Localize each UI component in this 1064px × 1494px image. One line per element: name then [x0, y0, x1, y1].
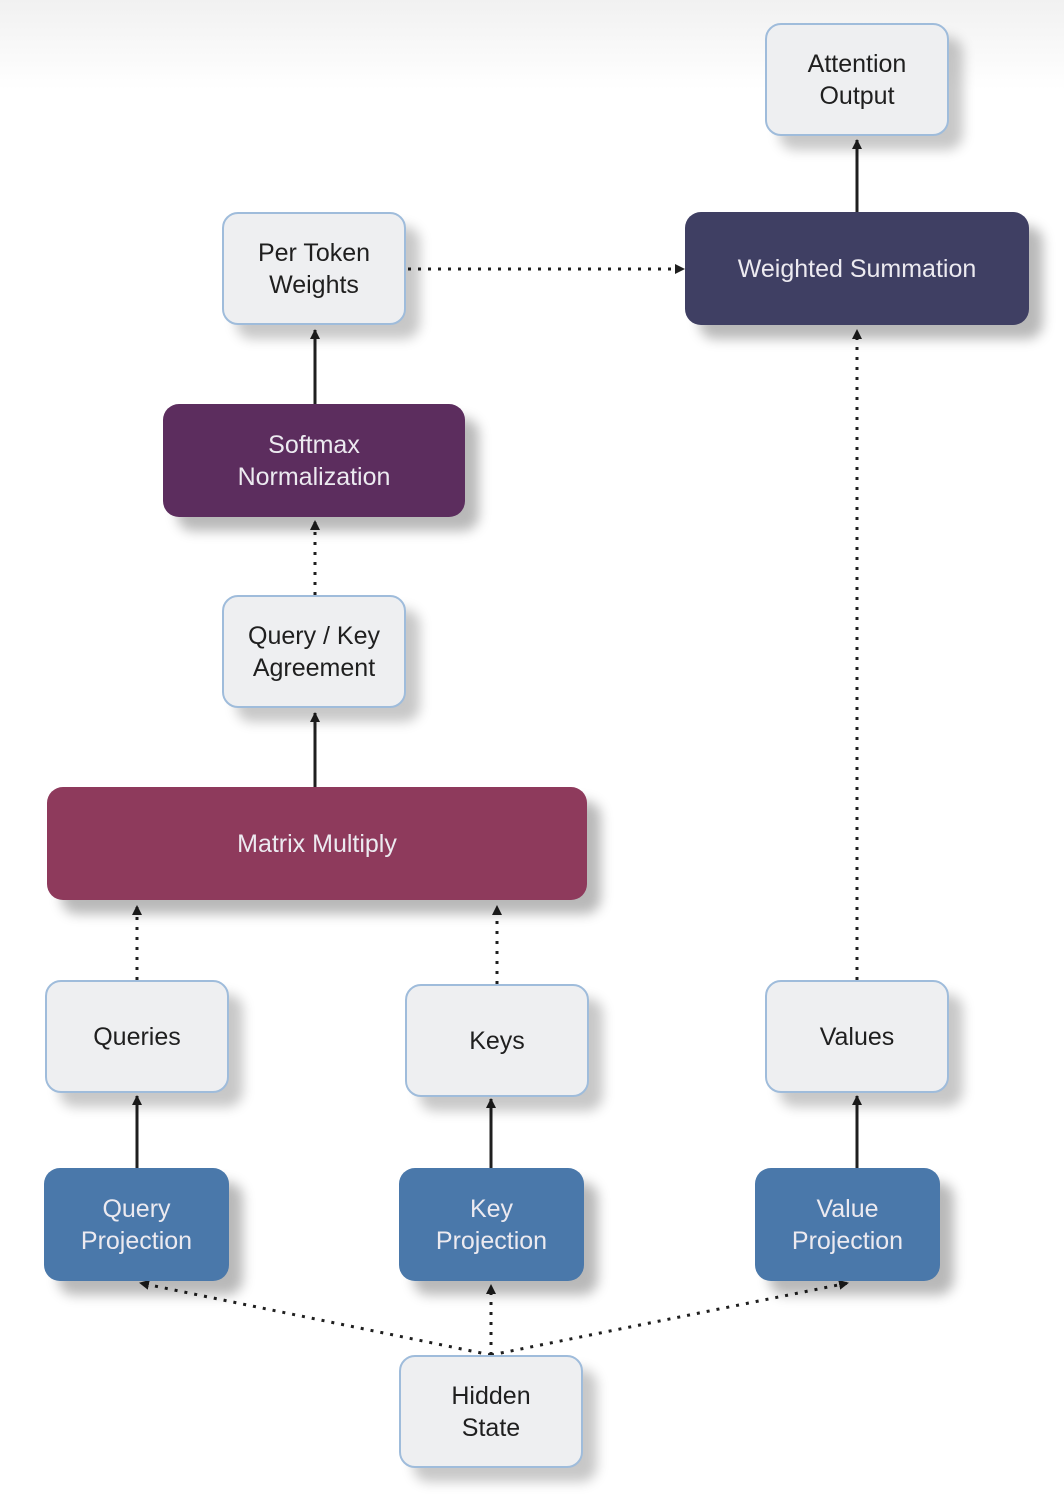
edge-hidden-state-to-query-projection	[139, 1279, 492, 1357]
value-projection-node: Value Projection	[755, 1168, 940, 1281]
values-node: Values	[765, 980, 949, 1093]
query-projection-node: Query Projection	[44, 1168, 229, 1281]
queries-node: Queries	[45, 980, 229, 1093]
weighted-summation-node: Weighted Summation	[685, 212, 1029, 325]
keys-node: Keys	[405, 984, 589, 1097]
softmax-normalization-node: Softmax Normalization	[163, 404, 465, 517]
key-projection-node: Key Projection	[399, 1168, 584, 1281]
query-key-agreement-node: Query / Key Agreement	[222, 595, 406, 708]
attention-output-node: Attention Output	[765, 23, 949, 136]
per-token-weights-node: Per Token Weights	[222, 212, 406, 325]
hidden-state-node: Hidden State	[399, 1355, 583, 1468]
matrix-multiply-node: Matrix Multiply	[47, 787, 587, 900]
edge-hidden-state-to-value-projection	[490, 1279, 849, 1357]
